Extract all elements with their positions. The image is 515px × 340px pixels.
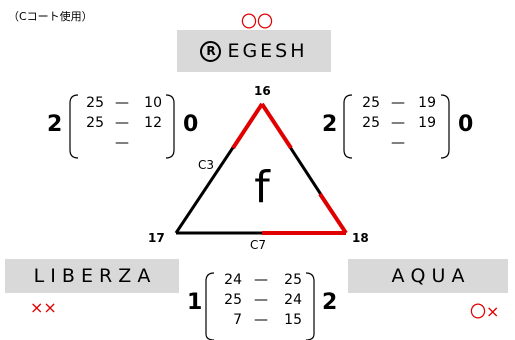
court-label-left: C3 — [198, 158, 215, 172]
set-score: 25 — [362, 95, 380, 111]
court-label-bottom: C7 — [250, 238, 267, 252]
set-dash: — — [254, 272, 268, 288]
team-box-left: L I B E R Z A — [5, 259, 179, 293]
match-top-right-score-left: 2 — [322, 112, 338, 137]
set-score: 19 — [418, 95, 436, 111]
matrix-bottom-bracket-close — [305, 272, 315, 340]
set-score: 25 — [86, 95, 104, 111]
set-score: 10 — [144, 95, 162, 111]
set-score: 25 — [362, 115, 380, 131]
set-score: 12 — [144, 115, 162, 131]
match-top-right-score-right: 0 — [458, 112, 474, 137]
match-top-left-score-right: 0 — [183, 112, 199, 137]
team-name-top: EGESH — [227, 40, 308, 62]
match-bottom-score-left: 1 — [187, 290, 203, 315]
set-score: 19 — [418, 115, 436, 131]
vertex-right: 18 — [352, 231, 369, 245]
team-box-right: A Q U A — [348, 259, 508, 293]
win-mark-top-right — [260, 102, 293, 150]
vertex-top: 16 — [254, 84, 271, 98]
matrix-top-right-bracket-open — [343, 94, 353, 159]
set-dash: — — [391, 135, 405, 151]
win-mark-right-bottom — [318, 192, 348, 235]
win-mark-top-left — [231, 102, 264, 150]
match-bottom-score-right: 2 — [322, 290, 338, 315]
set-dash: — — [115, 115, 129, 131]
regesh-logo-icon: R — [200, 40, 222, 62]
set-dash: — — [391, 115, 405, 131]
team-name-left: L I B E R Z A — [33, 265, 151, 287]
set-score: 25 — [284, 272, 302, 288]
set-dash: — — [254, 312, 268, 328]
matrix-top-left-bracket-close — [165, 94, 175, 159]
set-dash: — — [115, 95, 129, 111]
set-score: 25 — [224, 292, 242, 308]
set-score: 24 — [224, 272, 242, 288]
set-score: 7 — [233, 312, 242, 328]
set-score: 24 — [284, 292, 302, 308]
matrix-top-left-bracket-open — [69, 94, 79, 159]
team-name-right: A Q U A — [391, 265, 465, 287]
set-score: 15 — [284, 312, 302, 328]
right-team-marks: 〇× — [470, 302, 500, 321]
left-team-marks: ×× — [30, 298, 57, 317]
set-dash: — — [254, 292, 268, 308]
court-note: （Cコート使用） — [8, 10, 93, 23]
set-dash: — — [391, 95, 405, 111]
triangle-center-label: f — [254, 162, 271, 213]
set-score: 25 — [86, 115, 104, 131]
match-top-left-score-left: 2 — [47, 112, 63, 137]
matrix-top-right-bracket-close — [440, 94, 450, 159]
set-dash: — — [115, 135, 129, 151]
team-box-top: R EGESH — [177, 30, 331, 72]
matrix-bottom-bracket-open — [205, 272, 215, 340]
vertex-left: 17 — [148, 231, 165, 245]
top-team-marks: 〇〇 — [241, 12, 274, 31]
